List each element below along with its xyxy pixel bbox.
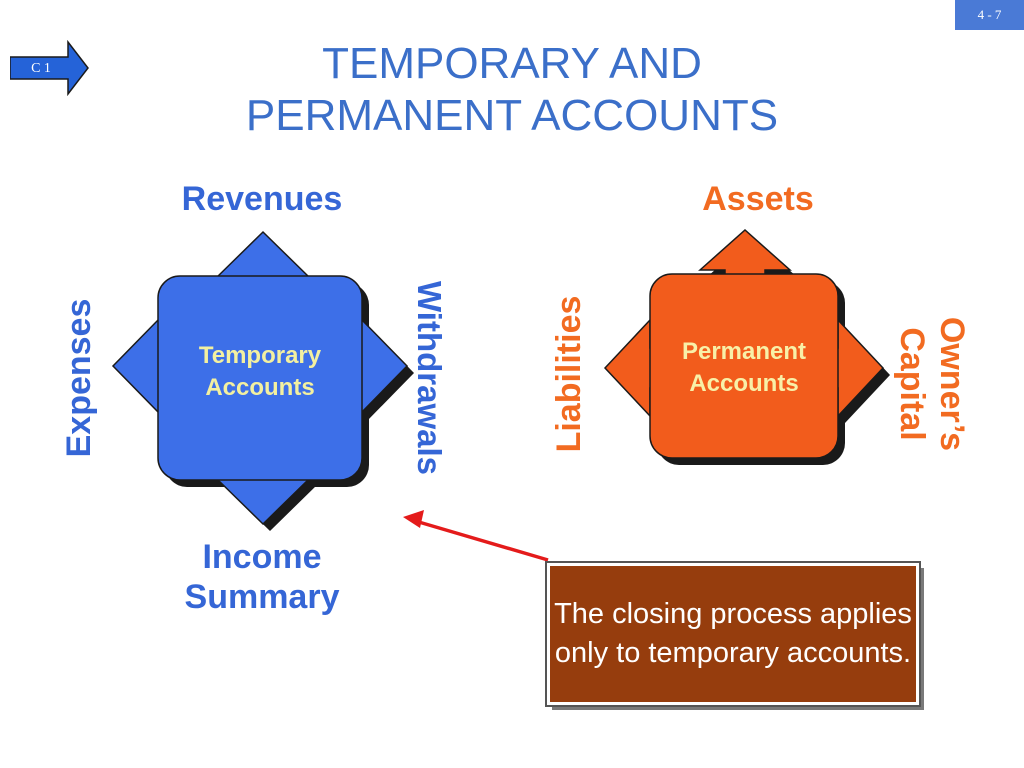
income-summary-line-1: Income (202, 538, 322, 576)
temporary-label-line-2: Accounts (205, 374, 315, 401)
closing-process-note-text: The closing process applies only to temp… (554, 598, 912, 669)
expenses-label: Expenses (60, 298, 98, 458)
permanent-accounts-shape (603, 228, 885, 459)
liabilities-label: Liabilities (550, 295, 588, 453)
slide-title: TEMPORARY AND PERMANENT ACCOUNTS (170, 38, 854, 142)
permanent-accounts-label: Permanent Accounts (650, 336, 838, 400)
title-line-2: PERMANENT ACCOUNTS (245, 91, 779, 140)
permanent-label-line-2: Accounts (689, 370, 799, 397)
red-pointer-arrow-icon (403, 510, 549, 562)
owners-capital-line-2: Capital (893, 327, 931, 441)
page-number-badge: 4 - 7 (955, 0, 1024, 30)
permanent-label-line-1: Permanent (681, 338, 807, 365)
temporary-accounts-shape (111, 230, 409, 526)
objective-tag-label: C 1 (31, 61, 51, 76)
revenues-label: Revenues (181, 180, 343, 218)
closing-process-note: The closing process applies only to temp… (545, 561, 921, 707)
title-line-1: TEMPORARY AND (322, 39, 702, 88)
withdrawals-label: Withdrawals (411, 280, 448, 476)
temporary-accounts-label: Temporary Accounts (158, 340, 362, 404)
right-arrow-tag-icon (10, 40, 89, 96)
assets-label: Assets (702, 180, 814, 218)
income-summary-line-2: Summary (184, 578, 340, 616)
owners-capital-label: Owner’s Capital (892, 294, 972, 474)
income-summary-label: Income Summary (152, 537, 372, 617)
temporary-label-line-1: Temporary (198, 342, 322, 369)
owners-capital-line-1: Owner’s (933, 316, 971, 452)
